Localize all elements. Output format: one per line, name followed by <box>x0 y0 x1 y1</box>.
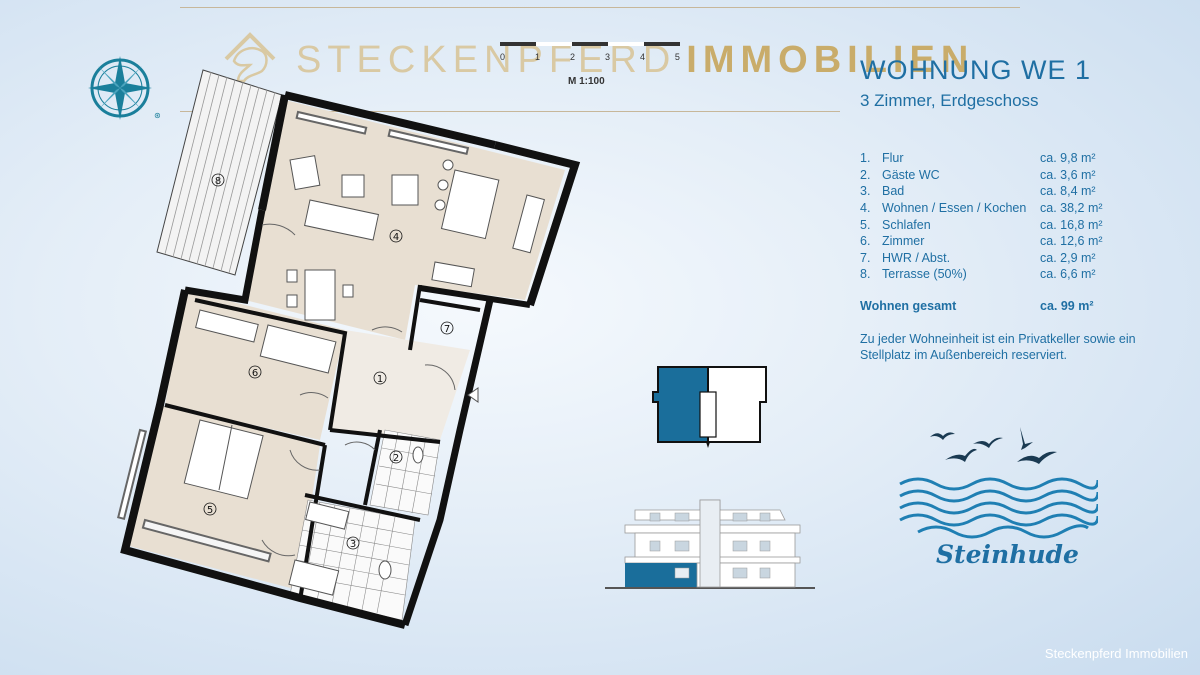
compass-rose-icon: ⊛ <box>88 56 161 120</box>
room-number: 3. <box>860 184 871 199</box>
scale-num: 3 <box>604 52 610 62</box>
plan-label-6: 6 <box>252 368 258 379</box>
room-name: Wohnen / Essen / Kochen <box>882 201 1027 216</box>
footer-credit: Steckenpferd Immobilien <box>1044 646 1188 661</box>
total-area-row: Wohnen gesamt ca. 99 m² <box>860 299 1094 313</box>
room-area: ca. 9,8 m² <box>1040 151 1096 166</box>
windows <box>117 110 470 563</box>
logo-word-immobilien: IMMOBILIEN <box>686 38 975 81</box>
unit-title: WOHNUNG WE 1 <box>860 55 1091 85</box>
entrance-arrow-icon <box>467 387 479 403</box>
room-area: ca. 8,4 m² <box>1040 184 1096 199</box>
location-name: Steinhude <box>936 540 1079 569</box>
hall-floor <box>330 330 470 440</box>
scale-bar: 0 1 2 3 4 5 <box>500 42 680 62</box>
room-area: ca. 3,6 m² <box>1040 167 1096 182</box>
scale-num: 0 <box>500 52 506 62</box>
list-item: 4. Wohnen / Essen / Kochen ca. 38,2 m² <box>860 200 1103 217</box>
list-item: 3. Bad ca. 8,4 m² <box>860 183 1103 200</box>
room-name: Gäste WC <box>882 167 940 182</box>
total-label: Wohnen gesamt <box>860 299 957 313</box>
list-item: 5. Schlafen ca. 16,8 m² <box>860 216 1103 233</box>
floor-plan: 8 4 7 6 1 2 5 3 <box>117 69 581 629</box>
plan-label-7: 7 <box>444 324 450 335</box>
plan-label-2: 2 <box>393 453 399 464</box>
room-area: ca. 16,8 m² <box>1040 217 1103 232</box>
room-name: Zimmer <box>882 234 925 249</box>
list-item: 7. HWR / Abst. ca. 2,9 m² <box>860 250 1103 267</box>
scale-num: 2 <box>569 52 575 62</box>
header-rule <box>180 111 840 112</box>
plan-label-8: 8 <box>215 176 221 187</box>
plan-label-3: 3 <box>350 539 356 550</box>
scale-num: 4 <box>639 52 645 62</box>
room-number: 5. <box>860 217 871 232</box>
room-name: Terrasse (50%) <box>882 267 967 282</box>
room-number: 7. <box>860 250 871 265</box>
room-number: 2. <box>860 167 871 182</box>
terrace <box>156 69 283 276</box>
room-name: Flur <box>882 151 904 166</box>
room-number: 1. <box>860 151 871 166</box>
list-item: 8. Terrasse (50%) ca. 6,6 m² <box>860 266 1103 283</box>
horse-logo-icon <box>224 32 276 83</box>
room-number: 4. <box>860 201 871 216</box>
room-area: ca. 38,2 m² <box>1040 201 1103 216</box>
waves-icon <box>899 477 1098 539</box>
room-area: ca. 12,6 m² <box>1040 234 1103 249</box>
furniture <box>183 155 545 596</box>
unit-subtitle: 3 Zimmer, Erdgeschoss <box>860 91 1039 110</box>
top-rule <box>180 7 1020 8</box>
plan-label-4: 4 <box>393 232 399 243</box>
room-area: ca. 2,9 m² <box>1040 250 1096 265</box>
room-area: ca. 6,6 m² <box>1040 267 1096 282</box>
scale-label: M 1:100 <box>568 76 605 87</box>
walls <box>120 91 581 629</box>
list-item: 2. Gäste WC ca. 3,6 m² <box>860 167 1103 184</box>
room5-floor <box>125 405 320 590</box>
svg-text:⊛: ⊛ <box>154 111 161 120</box>
room-number: 6. <box>860 234 871 249</box>
building-elevation <box>605 499 815 589</box>
seagull-icon <box>930 427 1057 464</box>
plan-label-1: 1 <box>377 374 383 385</box>
list-item: 1. Flur ca. 9,8 m² <box>860 150 1103 167</box>
room-labels: 8 4 7 6 1 2 5 3 <box>203 173 454 550</box>
room-name: Schlafen <box>882 217 931 232</box>
total-area: ca. 99 m² <box>1040 299 1094 313</box>
scale-num: 1 <box>534 52 540 62</box>
unit-location-keyplan <box>652 366 767 448</box>
list-item: 6. Zimmer ca. 12,6 m² <box>860 233 1103 250</box>
room-number: 8. <box>860 267 871 282</box>
plan-label-5: 5 <box>207 505 213 516</box>
room-list: 1. Flur ca. 9,8 m² 2. Gäste WC ca. 3,6 m… <box>860 150 1103 283</box>
room-name: Bad <box>882 184 905 199</box>
scale-num: 5 <box>674 52 680 62</box>
doors <box>261 223 456 557</box>
reservation-note: Zu jeder Wohneinheit ist ein Privatkelle… <box>860 332 1136 362</box>
room-name: HWR / Abst. <box>882 250 951 265</box>
